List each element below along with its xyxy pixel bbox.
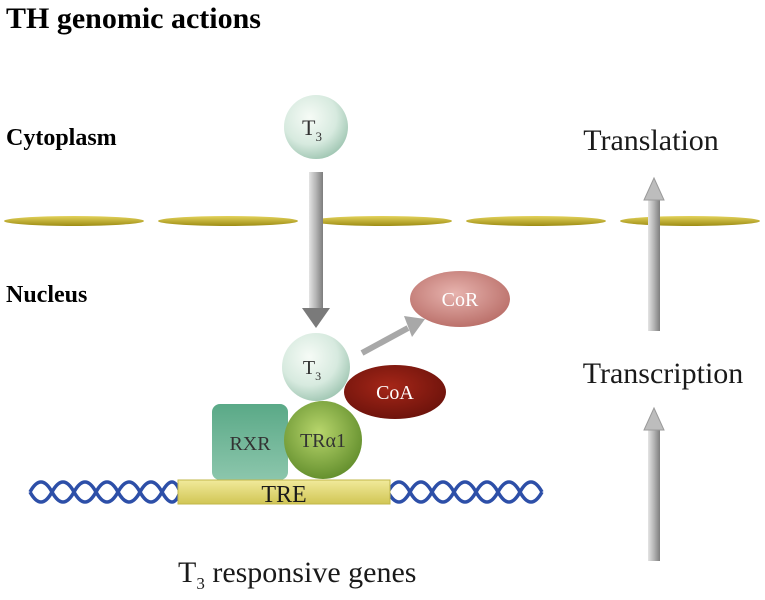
cor-label: CoR <box>442 289 479 311</box>
t3-bound-label: T3 <box>303 357 321 383</box>
tra1-bubble <box>284 401 362 479</box>
corepressor-molecule: CoR <box>410 271 510 327</box>
dna-helix-right <box>386 480 544 504</box>
t3-bubble <box>284 95 348 159</box>
tra1-label: TRα1 <box>300 430 346 452</box>
tre-bar <box>177 479 391 505</box>
tra1-receptor: TRα1 <box>284 401 362 479</box>
translation-arrow <box>643 176 665 331</box>
coactivator-molecule: CoA <box>344 365 446 419</box>
t3-import-arrow <box>302 172 330 328</box>
tre-label: TRE <box>261 482 306 508</box>
membrane-segment <box>158 216 298 226</box>
tre-element: TRE <box>177 479 391 508</box>
membrane-segment <box>4 216 144 226</box>
cor-bubble <box>410 271 510 327</box>
rxr-receptor: RXR <box>212 404 288 480</box>
t3-cytoplasm-molecule: T3 <box>284 95 348 159</box>
cytoplasm-label: Cytoplasm <box>6 125 117 151</box>
diagram-title: TH genomic actions <box>6 2 261 35</box>
t3-nuclear-molecule: T3 <box>282 333 350 401</box>
membrane-segment <box>466 216 606 226</box>
transcription-arrow <box>643 406 665 561</box>
membrane-segment <box>620 216 760 226</box>
cor-release-arrow <box>360 316 425 356</box>
rxr-box <box>212 404 288 480</box>
translation-label: Translation <box>583 124 719 157</box>
coa-bubble <box>344 365 446 419</box>
t3-bound-bubble <box>282 333 350 401</box>
nucleus-label: Nucleus <box>6 282 87 308</box>
responsive-genes-label: T3 responsive genes <box>178 556 416 593</box>
rxr-label: RXR <box>229 433 271 455</box>
membrane-segment <box>312 216 452 226</box>
dna-helix-left <box>28 480 182 504</box>
nuclear-membrane <box>4 216 760 226</box>
transcription-label: Transcription <box>583 357 744 390</box>
coa-label: CoA <box>376 382 414 404</box>
t3-label: T3 <box>302 115 322 144</box>
